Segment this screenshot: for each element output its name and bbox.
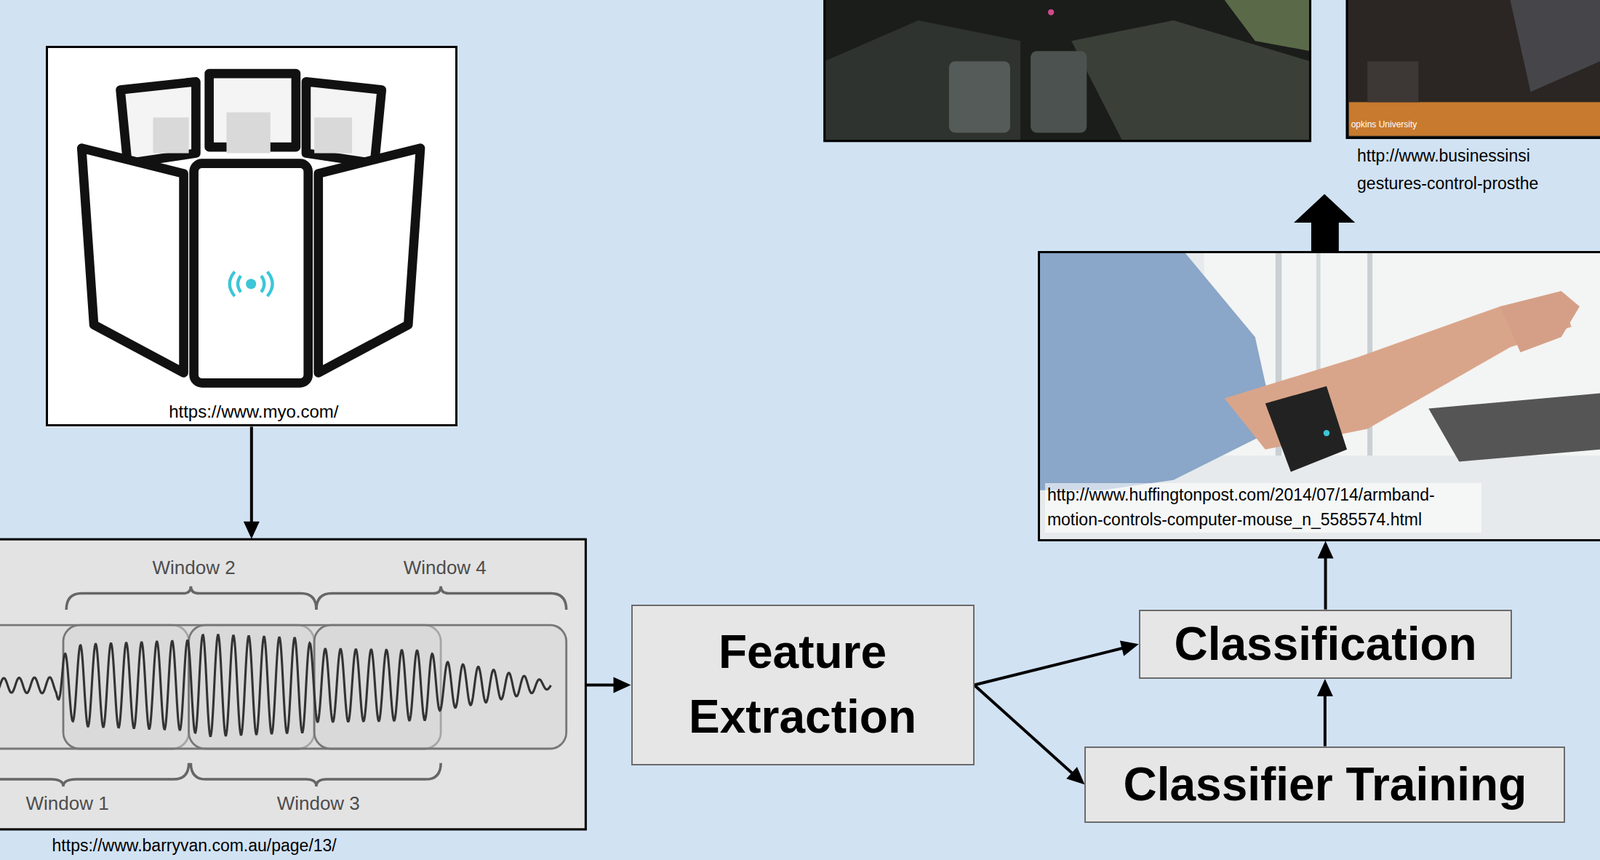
game-screenshot-part	[1224, 0, 1311, 51]
signal-panel-part	[190, 762, 441, 787]
connector-line	[1324, 556, 1328, 609]
signal-window-panel: Window 2 Window 4 Window 1 Window 3 https://…	[0, 538, 586, 860]
connector-arrow	[585, 676, 631, 693]
arrowhead	[1317, 678, 1334, 696]
box-label: Classifier Training	[1122, 756, 1527, 813]
myo-armband-part	[314, 117, 352, 153]
connector-arrow	[1317, 678, 1334, 747]
block-arrow	[1293, 194, 1355, 252]
box-label: Feature Extraction	[632, 619, 974, 750]
window-label: Window 2	[137, 556, 250, 579]
arrowhead	[613, 676, 632, 693]
process-box: Feature Extraction	[631, 604, 975, 766]
connector-line	[250, 426, 254, 523]
signal-panel-part	[316, 586, 567, 610]
arrowhead	[1317, 541, 1334, 559]
game-screenshot	[824, 0, 1311, 142]
myo-armband-part	[229, 271, 273, 296]
prosthetic-photo	[1346, 0, 1600, 139]
connector-arrow	[1317, 541, 1334, 610]
signal-panel-part	[0, 634, 552, 736]
armband-photo-part	[1323, 429, 1330, 436]
source-url: http://www.businessinsi gestures-control…	[1357, 141, 1590, 198]
prosthetic-photo-part	[1510, 0, 1600, 92]
connector-arrow	[243, 426, 260, 539]
arrowhead	[243, 521, 260, 539]
myo-armband-part	[194, 163, 309, 384]
signal-panel-part	[0, 762, 190, 787]
armband-photo-part	[1037, 250, 1276, 490]
signal-panel	[0, 538, 586, 830]
myo-armband-part	[245, 278, 256, 289]
photo-credit: opkins University	[1351, 119, 1556, 130]
window-label: Window 4	[389, 556, 502, 579]
myo-armband-part	[226, 112, 270, 153]
window-label: Window 3	[262, 792, 375, 815]
myo-armband-part	[318, 148, 421, 374]
armband-photo-part	[1500, 290, 1580, 352]
game-screenshot-part	[1048, 9, 1054, 16]
armband-photo-part	[1265, 386, 1347, 472]
connector-line	[1323, 694, 1327, 747]
game-screenshot-part	[949, 61, 1011, 133]
game-screenshot-part	[824, 20, 1021, 142]
prosthetic-photo-part	[1367, 61, 1419, 102]
myo-armband-part	[306, 81, 382, 163]
connector-line	[974, 648, 1124, 686]
signal-panel-part	[0, 538, 586, 830]
arrowhead	[1120, 640, 1139, 656]
box-label: Classification	[1174, 616, 1478, 672]
arrowhead	[1066, 766, 1085, 784]
game-screenshot-part	[824, 0, 1311, 142]
myo-armband-part	[120, 81, 197, 163]
armband-photo-part	[1428, 392, 1600, 462]
process-box: Classification	[1138, 609, 1513, 679]
prosthetic-photo-part	[1349, 101, 1600, 136]
myo-panel	[45, 45, 457, 427]
armband-photo	[1037, 250, 1600, 542]
myo-armband-part	[81, 148, 184, 374]
myo-armband	[81, 73, 421, 383]
myo-armband-part	[152, 117, 189, 153]
game-screenshot-part	[1030, 50, 1087, 133]
process-box: Classifier Training	[1084, 746, 1566, 823]
connector-line	[585, 682, 616, 686]
game-screenshot-part	[824, 0, 1311, 142]
signal-panel-part	[66, 586, 317, 610]
connector-line	[974, 684, 1074, 774]
connector-arrow	[974, 640, 1139, 685]
image-box: http://www.huffingtonpost.com/2014/07/14…	[1037, 250, 1600, 541]
source-url: https://www.myo.com/	[48, 401, 459, 423]
prosthetic-photo-part	[1346, 0, 1600, 139]
source-url: https://www.barryvan.com.au/page/13/	[52, 835, 481, 856]
window-label: Window 1	[10, 792, 123, 815]
image-card: opkins Universityhttp://www.businessinsi…	[1346, 0, 1600, 190]
connector-arrow	[974, 684, 1086, 784]
source-url: http://www.huffingtonpost.com/2014/07/14…	[1045, 482, 1483, 533]
prosthetic-photo-part	[1346, 0, 1600, 139]
image-box: https://www.myo.com/	[45, 45, 457, 427]
